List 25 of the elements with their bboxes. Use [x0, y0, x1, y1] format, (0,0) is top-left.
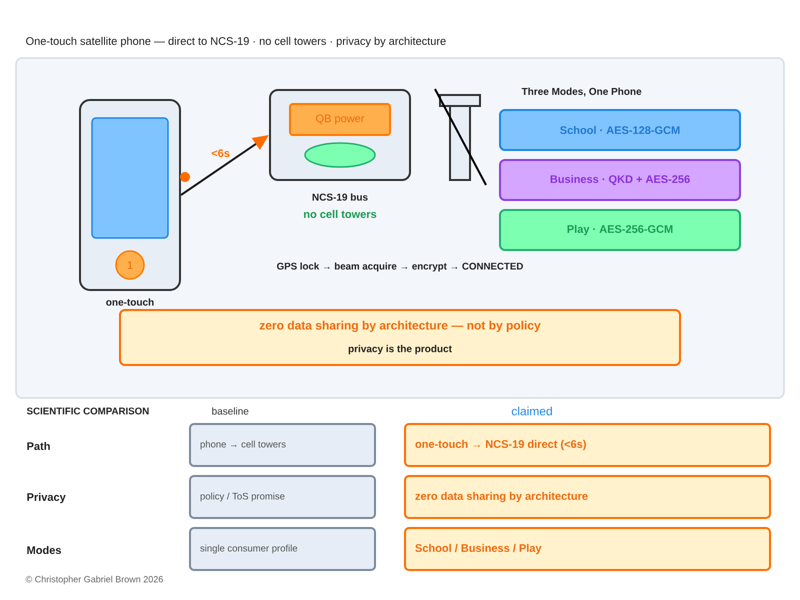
copyright-note: © Christopher Gabriel Brown 2026	[26, 576, 163, 584]
baseline-box: single consumer profile	[189, 527, 376, 571]
ellipse	[304, 142, 376, 168]
power-box: QB power	[289, 103, 391, 136]
node-label: one-touch	[106, 298, 154, 306]
heading: Three Modes, One Phone	[522, 88, 642, 96]
node-label: NCS-19 bus	[312, 193, 368, 201]
mode-box: School · AES-128-GCM	[499, 109, 741, 151]
claimed-box: one-touch → NCS-19 direct (<6s)	[404, 423, 771, 467]
flow-text: GPS lock → beam acquire → encrypt → CONNECTED	[277, 262, 523, 272]
claimed-box: zero data sharing by architecture	[404, 475, 771, 519]
subtitle: One-touch satellite phone — direct to NCS-19 · no cell towers · privacy by architecture	[26, 36, 446, 48]
section-heading: SCIENTIFIC COMPARISON	[26, 408, 149, 414]
baseline-box: policy / ToS promise	[189, 475, 376, 519]
row-label: Privacy	[27, 492, 66, 504]
node-label: no cell towers	[304, 210, 376, 218]
mode-box: Business · QKD + AES-256	[499, 159, 741, 201]
round-button: 1	[115, 250, 145, 280]
column-heading: baseline	[212, 407, 248, 415]
baseline-box: phone → cell towers	[189, 423, 376, 467]
callout-box: zero data sharing by architecture — not by policy privacy is the product	[119, 309, 681, 366]
row-label: Modes	[27, 546, 61, 554]
claimed-box: School / Business / Play	[404, 527, 771, 571]
row-label: Path	[27, 442, 50, 450]
mode-box: Play · AES-256-GCM	[499, 209, 741, 251]
